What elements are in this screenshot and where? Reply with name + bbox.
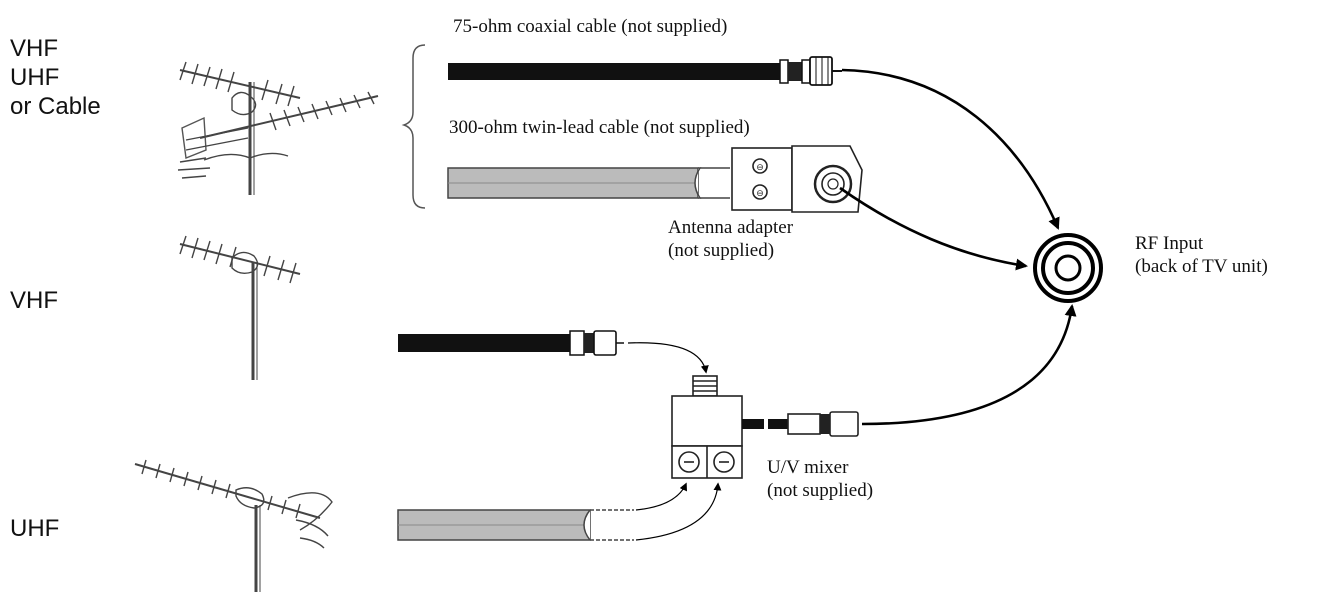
twin-lead-cable-top [447, 167, 730, 199]
combo-antenna-illustration [177, 61, 379, 195]
antenna-label-uhf: UHF [10, 515, 60, 542]
rf-input-jack [1033, 233, 1103, 303]
antenna-adapter: ⊖ ⊖ [731, 145, 863, 213]
antenna-label-line: UHF [10, 64, 60, 91]
rf-input-label-line: RF Input [1135, 233, 1204, 254]
cable-options-brace [401, 44, 426, 209]
arrow-mixer-to-rf [861, 304, 1077, 426]
adapter-label-line: Antenna adapter [668, 217, 794, 238]
arrow-coax-to-rf [841, 68, 1060, 230]
antenna-label-combo: VHF UHF or Cable [10, 34, 101, 121]
antenna-label-line: or Cable [10, 93, 101, 120]
coaxial-cable-label: 75-ohm coaxial cable (not supplied) [453, 16, 728, 37]
antenna-adapter-label: Antenna adapter (not supplied) [668, 216, 793, 262]
uv-mixer-label: U/V mixer (not supplied) [767, 456, 873, 502]
mixer-label-line: (not supplied) [767, 480, 874, 501]
mixer-label-line: U/V mixer [767, 457, 849, 478]
antenna-label-vhf: VHF [10, 287, 58, 314]
twin-lead-cable-uhf [397, 509, 634, 541]
uhf-antenna-illustration [134, 459, 333, 592]
antenna-label-line: VHF [10, 35, 58, 62]
coaxial-cable-top [448, 56, 842, 86]
arrow-adapter-to-rf [839, 186, 1028, 271]
svg-text:⊖: ⊖ [756, 188, 764, 198]
rf-input-label: RF Input (back of TV unit) [1135, 232, 1268, 278]
arrow-vhf-to-mixer [627, 342, 709, 374]
uv-mixer [671, 375, 859, 479]
svg-text:⊖: ⊖ [756, 162, 764, 172]
twin-lead-cable-label: 300-ohm twin-lead cable (not supplied) [449, 117, 750, 138]
arrow-twin-lead-to-mixer-right [635, 482, 722, 541]
adapter-label-line: (not supplied) [668, 240, 775, 261]
vhf-antenna-illustration [179, 235, 301, 380]
arrow-twin-lead-to-mixer-left [635, 482, 687, 511]
coaxial-cable-vhf [398, 330, 624, 356]
rf-input-label-line: (back of TV unit) [1135, 256, 1268, 277]
